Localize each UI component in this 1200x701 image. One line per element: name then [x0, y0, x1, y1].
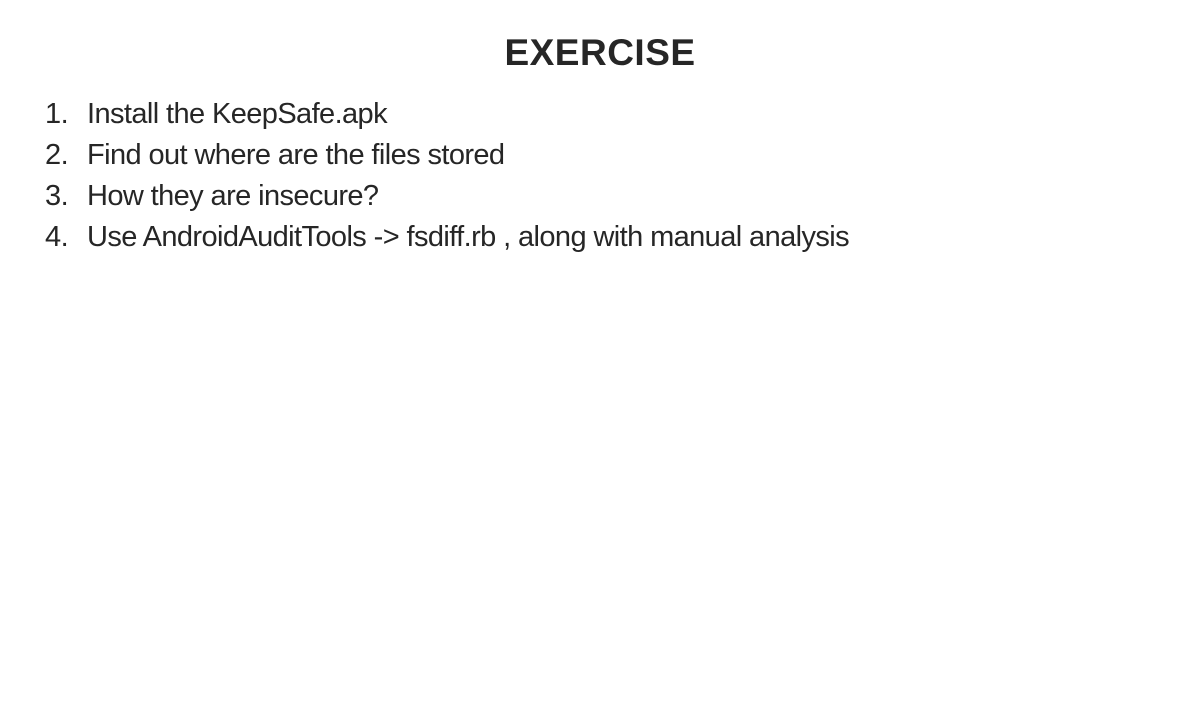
list-item: 3. How they are insecure?: [45, 176, 849, 217]
exercise-list: 1. Install the KeepSafe.apk 2. Find out …: [45, 94, 850, 258]
list-item-number: 2.: [45, 139, 69, 171]
list-item-text: Use AndroidAuditTools -> fsdiff.rb , alo…: [87, 221, 850, 253]
list-item-number: 1.: [45, 98, 69, 130]
list-item-number: 3.: [45, 180, 69, 212]
list-item: 1. Install the KeepSafe.apk: [45, 94, 849, 135]
slide-title: EXERCISE: [504, 32, 696, 73]
list-item-text: Find out where are the files stored: [87, 139, 505, 171]
list-item: 4. Use AndroidAuditTools -> fsdiff.rb , …: [45, 217, 850, 258]
list-item-text: Install the KeepSafe.apk: [87, 98, 388, 130]
list-item-number: 4.: [45, 221, 69, 253]
list-item: 2. Find out where are the files stored: [45, 135, 849, 176]
list-item-text: How they are insecure?: [87, 180, 379, 212]
